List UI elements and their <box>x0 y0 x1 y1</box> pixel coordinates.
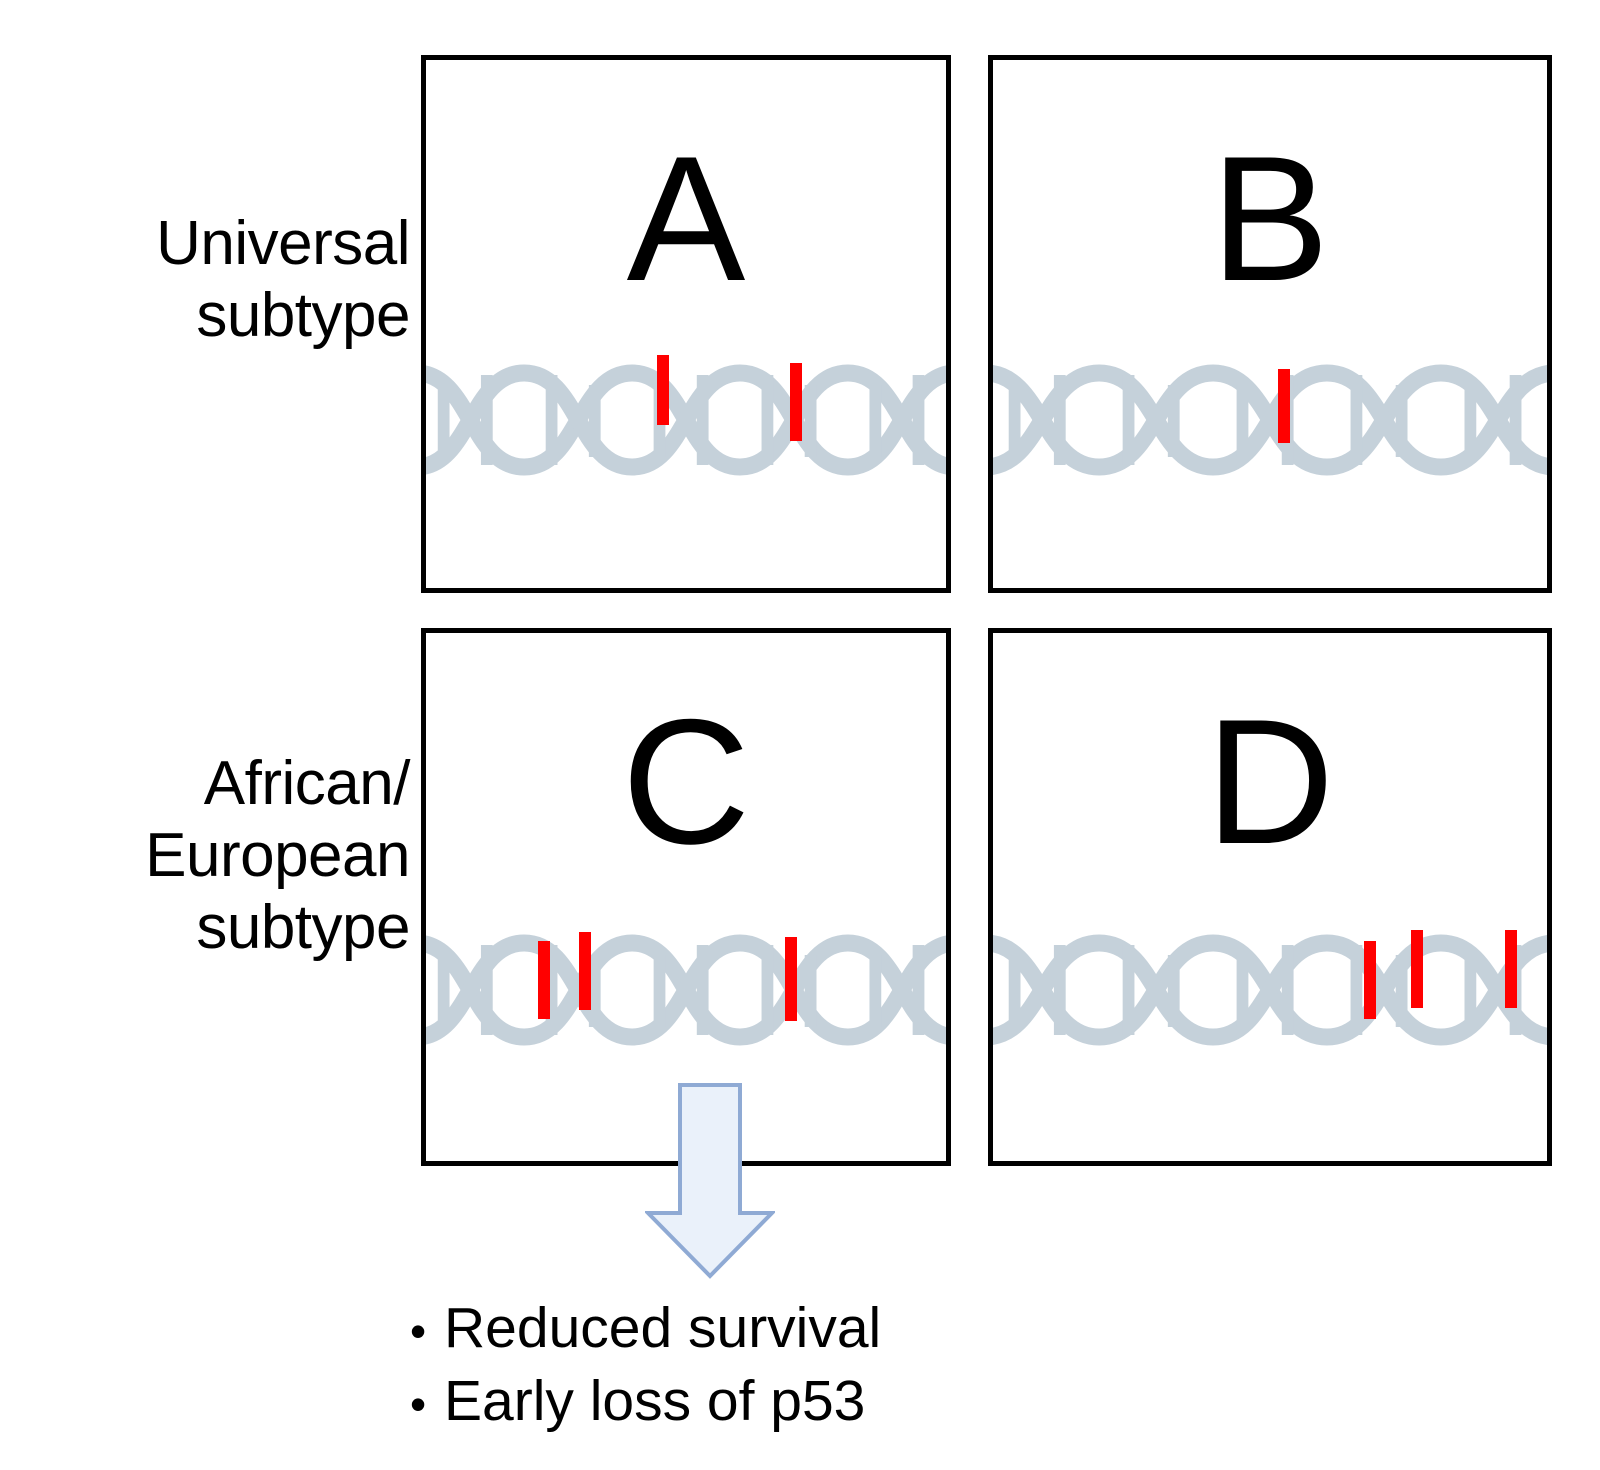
panel-d[interactable]: D <box>988 628 1552 1166</box>
mutation-mark <box>1364 941 1377 1019</box>
row-label-universal-subtype: Universal subtype <box>156 209 410 350</box>
panel-letter-a: A <box>626 119 746 318</box>
outcome-text: Early loss of p53 <box>444 1368 866 1433</box>
down-arrow-icon <box>645 1083 775 1279</box>
mutation-mark <box>657 355 670 425</box>
mutation-mark <box>784 937 797 1021</box>
panel-c[interactable]: C <box>421 628 951 1166</box>
mutation-mark <box>1505 930 1518 1008</box>
list-item: • Reduced survival <box>410 1292 1050 1365</box>
outcome-text: Reduced survival <box>444 1296 882 1360</box>
mutation-mark <box>537 941 550 1019</box>
dna-helix-c <box>426 915 946 1065</box>
panel-letter-b: B <box>1210 119 1330 318</box>
row-label-african-european-subtype: African/ European subtype <box>145 749 410 962</box>
panel-letter-d: D <box>1205 682 1335 881</box>
mutation-mark <box>790 363 802 441</box>
panel-b[interactable]: B <box>988 55 1552 593</box>
panel-a[interactable]: A <box>421 55 951 593</box>
mutation-mark <box>1278 369 1291 443</box>
list-item: • Early loss of p53 <box>410 1365 1050 1438</box>
outcome-list: • Reduced survival • Early loss of p53 <box>410 1292 1050 1438</box>
mutation-mark <box>579 932 592 1010</box>
dna-helix-a <box>426 345 946 495</box>
panel-letter-c: C <box>621 682 751 881</box>
dna-helix-d <box>993 915 1547 1065</box>
bullet-icon: • <box>410 1377 427 1430</box>
bullet-icon: • <box>410 1305 427 1357</box>
dna-helix-b <box>993 345 1547 495</box>
mutation-mark <box>1411 930 1424 1008</box>
